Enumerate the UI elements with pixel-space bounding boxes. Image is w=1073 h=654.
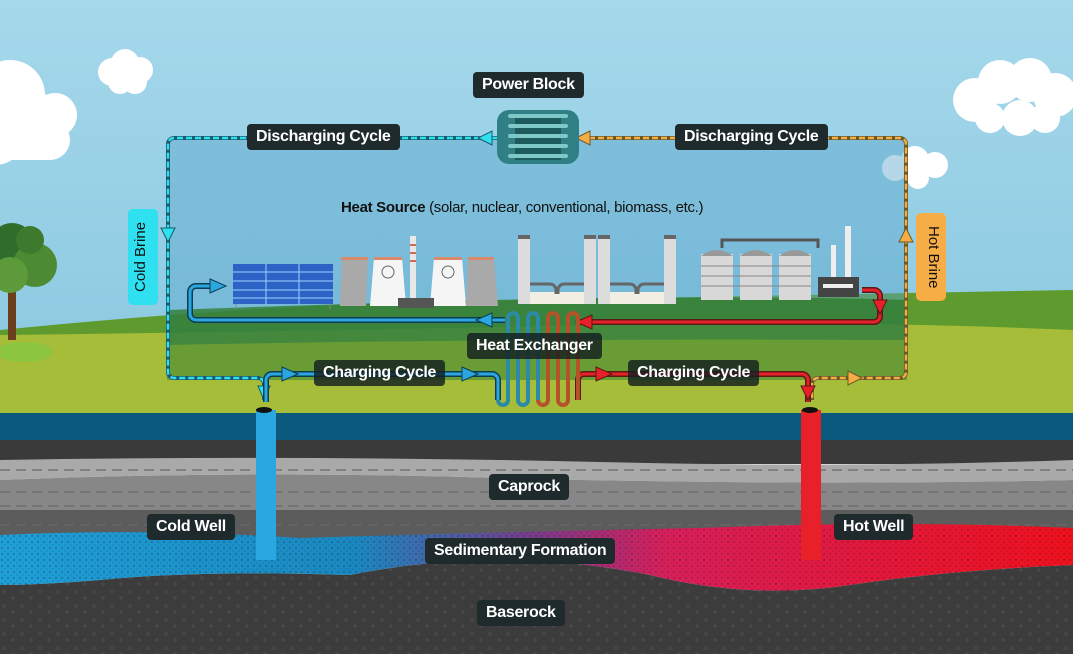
cold-brine-label: Cold Brine <box>128 209 158 305</box>
nuclear-plant-icon <box>340 236 498 308</box>
hot-well-label: Hot Well <box>834 514 914 540</box>
sedimentary-formation-label: Sedimentary Formation <box>425 538 616 564</box>
hot-brine-loop <box>574 130 914 400</box>
heat-source-label: Heat Source (solar, nuclear, conventiona… <box>341 199 704 216</box>
discharging-cycle-right-label: Discharging Cycle <box>675 124 828 150</box>
cloud-small-left <box>98 49 153 94</box>
cloud-right <box>953 58 1073 136</box>
charging-cycle-right-label: Charging Cycle <box>628 360 760 386</box>
gas-plant-icon <box>518 235 676 304</box>
power-block-icon <box>497 110 579 164</box>
tree <box>0 223 57 362</box>
heat-exchanger-label: Heat Exchanger <box>467 333 602 359</box>
hot-well-shaft <box>801 410 821 560</box>
hot-brine-label: Hot Brine <box>916 213 946 301</box>
discharging-cycle-left-label: Discharging Cycle <box>247 124 400 150</box>
hot-supply-pipe <box>574 287 888 330</box>
cold-return-pipe <box>187 278 505 328</box>
heat-exchanger-icon <box>496 311 580 407</box>
water-layer <box>0 413 1073 445</box>
charging-cycle-left-label: Charging Cycle <box>314 360 446 386</box>
power-block-label: Power Block <box>473 72 584 98</box>
heat-source-detail: (solar, nuclear, conventional, biomass, … <box>425 199 704 216</box>
cold-well-label: Cold Well <box>147 514 235 540</box>
cold-well-shaft <box>256 410 276 560</box>
baserock-label: Baserock <box>477 600 565 626</box>
solar-panels-icon <box>233 264 333 309</box>
cloud-left <box>0 60 77 165</box>
heat-source-title: Heat Source <box>341 199 426 216</box>
caprock-label: Caprock <box>489 474 569 500</box>
biomass-plant-icon <box>701 226 859 300</box>
cold-well-head <box>256 407 272 413</box>
arrow-icon <box>476 130 493 146</box>
hot-well-head <box>802 407 818 413</box>
